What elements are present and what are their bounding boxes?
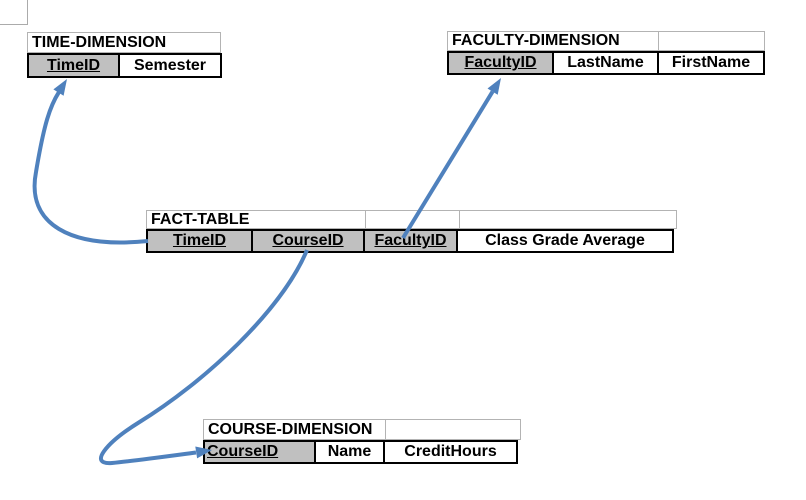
cropped-cell-corner: [0, 0, 28, 25]
title-empty-cell: [658, 31, 765, 51]
table-title: TIME-DIMENSION: [27, 32, 221, 53]
column-cell-courseid: CourseID: [203, 440, 316, 464]
title-empty-cell: [385, 419, 521, 440]
column-cell-timeid: TimeID: [146, 229, 253, 253]
arrowhead-icon: [487, 78, 501, 95]
column-cell-facultyid: FacultyID: [363, 229, 458, 253]
arrowhead-icon: [53, 79, 67, 96]
table-title: FACULTY-DIMENSION: [447, 31, 659, 51]
column-cell-credithours: CreditHours: [383, 440, 518, 464]
column-cell-name: Name: [314, 440, 385, 464]
column-cell-timeid: TimeID: [27, 53, 120, 78]
relationship-line: [32, 90, 149, 245]
column-cell-firstname: FirstName: [657, 51, 765, 75]
arrow-fact-to-time: [32, 79, 149, 245]
column-cell-lastname: LastName: [552, 51, 659, 75]
table-title-row: COURSE-DIMENSION: [203, 419, 521, 440]
column-cell-semester: Semester: [118, 53, 222, 78]
table-title-row: FACT-TABLE: [146, 210, 677, 229]
table-title: FACT-TABLE: [146, 210, 366, 229]
column-cell-courseid: CourseID: [251, 229, 365, 253]
column-cell-facultyid: FacultyID: [447, 51, 554, 75]
title-empty-cell: [365, 210, 460, 229]
table-title: COURSE-DIMENSION: [203, 419, 386, 440]
column-cell-class-grade-average: Class Grade Average: [456, 229, 674, 253]
table-title-row: FACULTY-DIMENSION: [447, 31, 765, 51]
title-empty-cell: [459, 210, 677, 229]
table-title-row: TIME-DIMENSION: [27, 32, 222, 53]
